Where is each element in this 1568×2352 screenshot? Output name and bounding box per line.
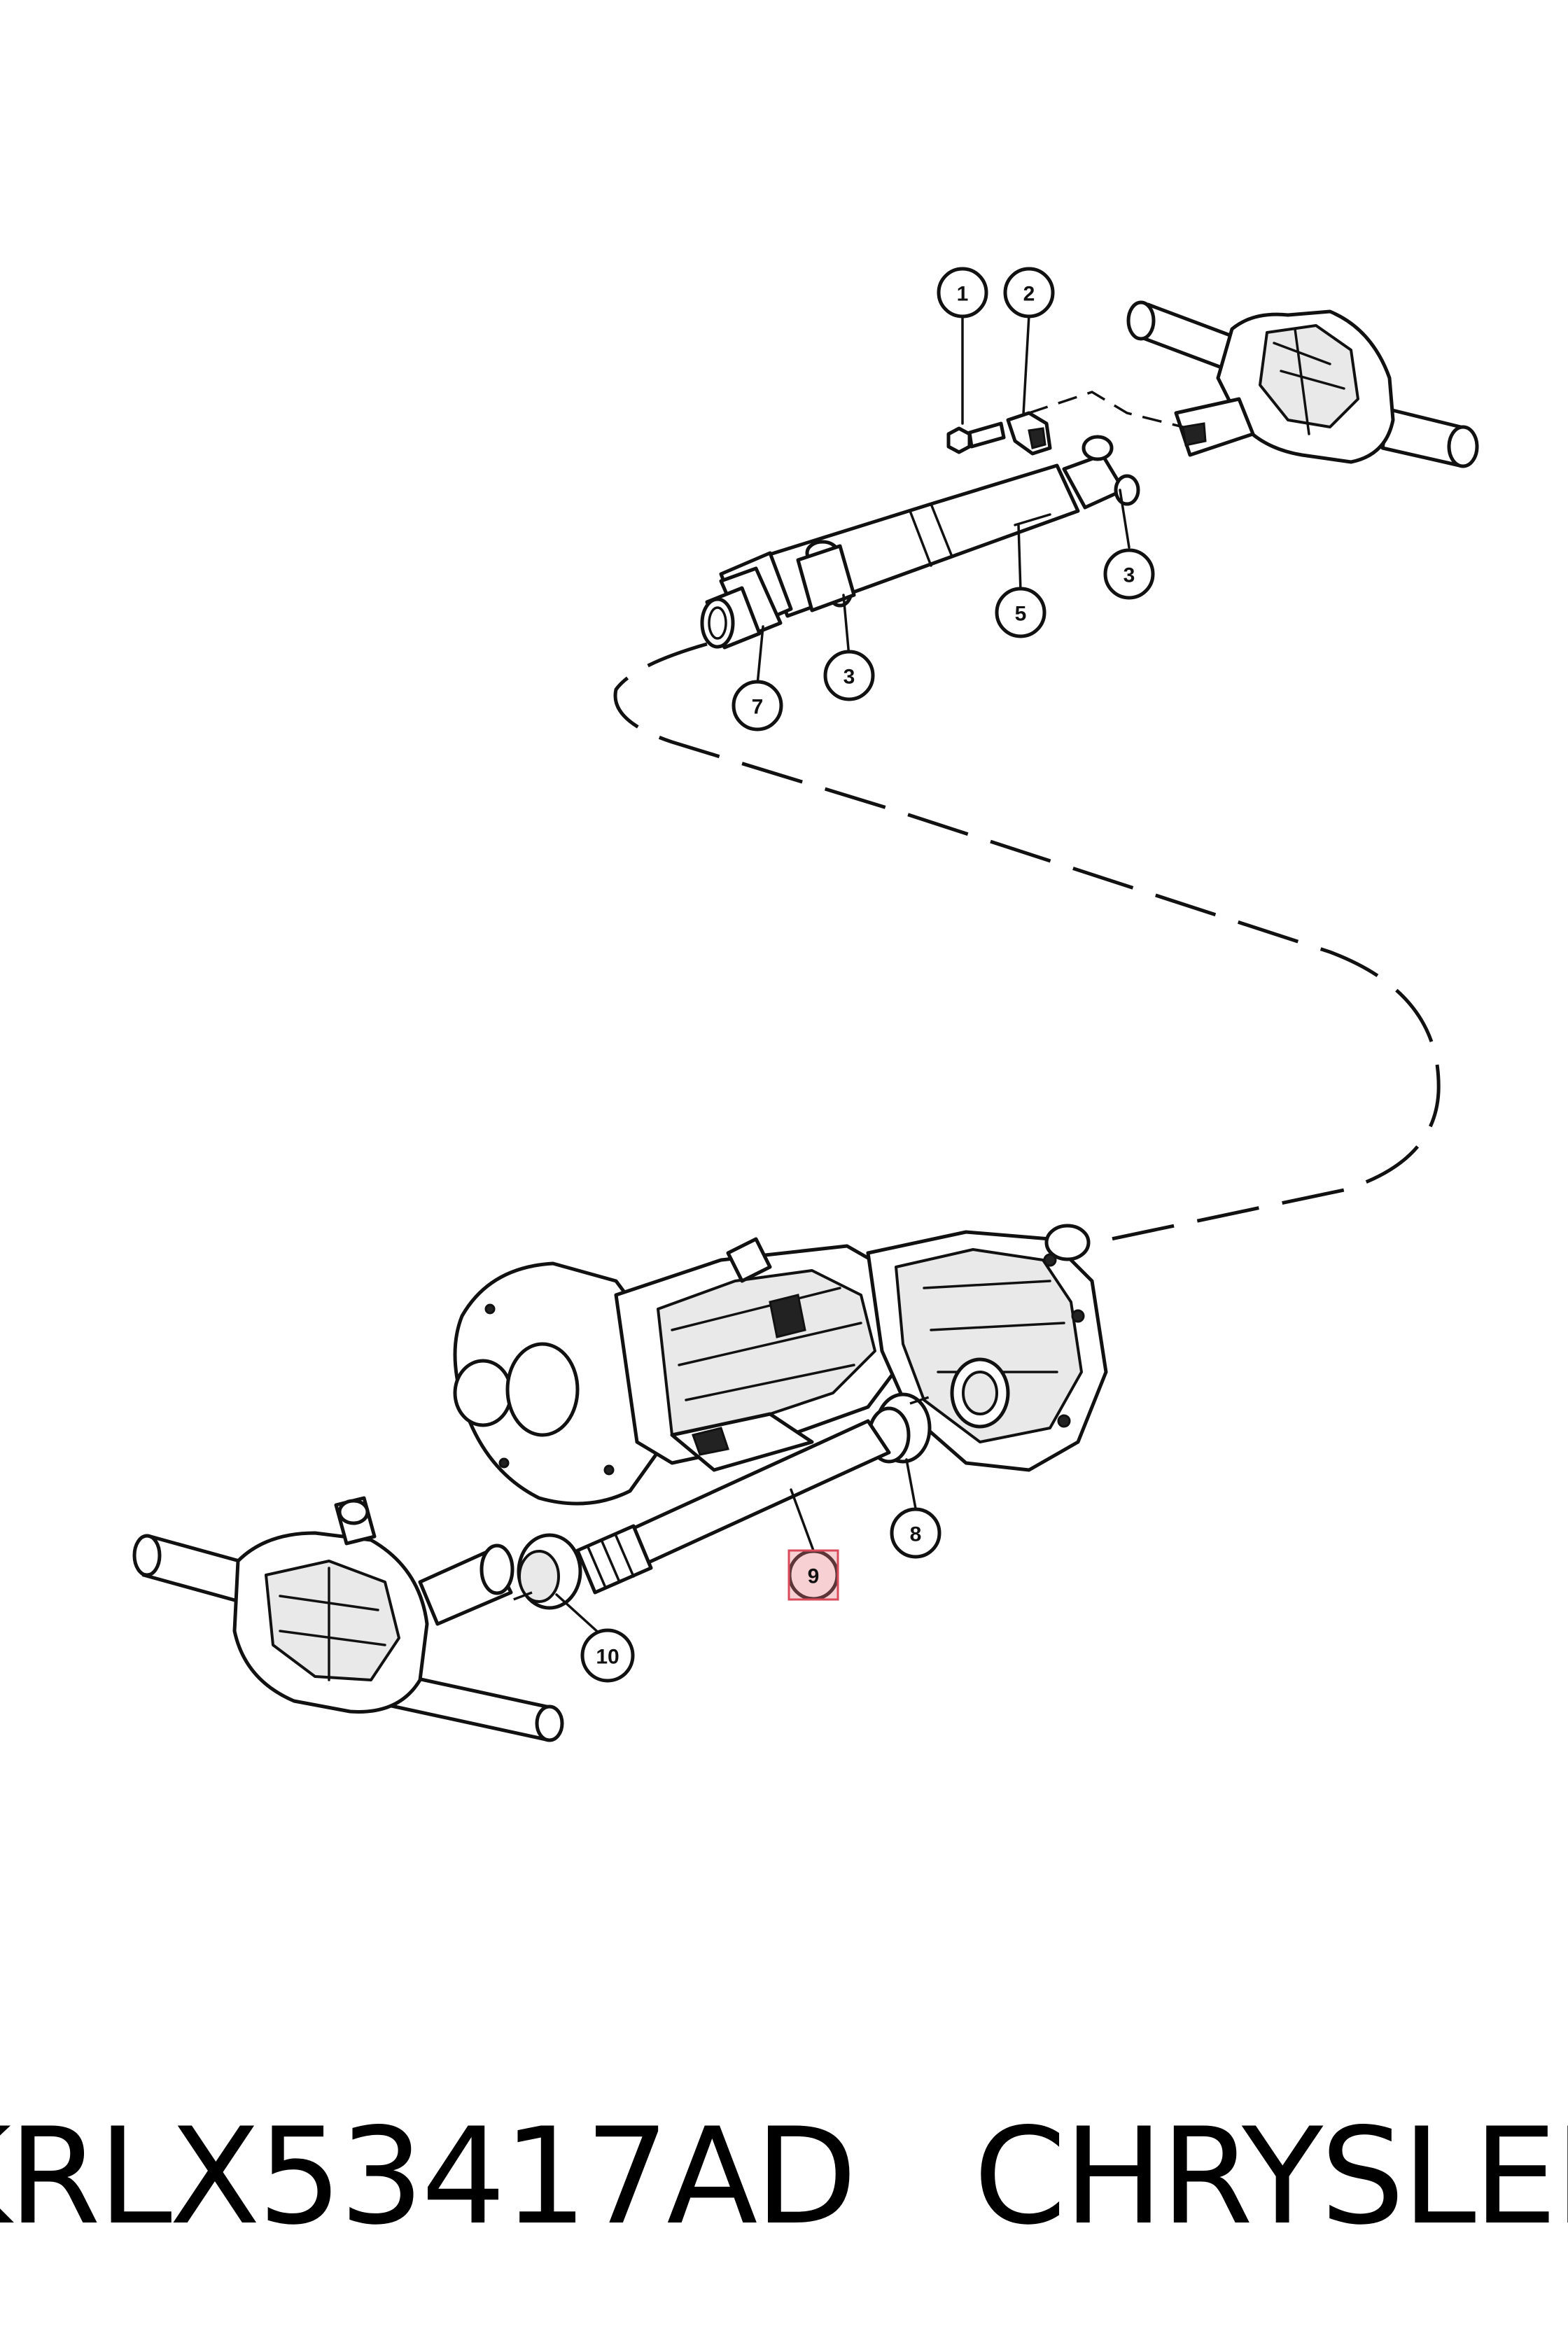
callout-1[interactable]: 1 <box>937 267 988 318</box>
callout-8-label: 8 <box>910 1523 922 1546</box>
callout-9-highlighted[interactable]: 9 <box>788 1549 839 1601</box>
strap-illustration <box>1006 411 1052 456</box>
transmission-illustration <box>453 1237 912 1506</box>
routing-dashed-line <box>613 642 1441 1248</box>
callout-10-label: 10 <box>596 1646 619 1669</box>
callout-7-label: 7 <box>752 696 764 719</box>
front-propeller-shaft-illustration <box>517 1392 932 1610</box>
callout-5[interactable]: 5 <box>995 587 1046 638</box>
callout-9-label: 9 <box>808 1565 820 1588</box>
alignment-line-front <box>503 1395 932 1604</box>
part-caption: KRLX53417AD CHRYSLER <box>0 2086 1568 2268</box>
callout-3-label: 3 <box>1124 564 1135 587</box>
callout-3-rear-u-joint[interactable]: 3 <box>1103 548 1155 600</box>
callout-2[interactable]: 2 <box>1003 267 1055 318</box>
front-axle-illustration <box>132 1496 564 1742</box>
selection-highlight <box>788 1549 839 1601</box>
callout-2-label: 2 <box>1023 283 1035 306</box>
brand-name: CHRYSLER <box>973 2099 1568 2254</box>
alignment-line-top <box>1028 391 1184 428</box>
callout-10[interactable]: 10 <box>580 1628 635 1683</box>
leader-lines <box>555 314 1130 1636</box>
callout-1-label: 1 <box>957 283 969 306</box>
rear-propeller-shaft-illustration <box>700 435 1140 650</box>
callout-3-front-u-joint[interactable]: 3 <box>823 650 875 701</box>
rear-axle-illustration <box>1126 300 1479 468</box>
part-number: KRLX53417AD <box>0 2099 858 2254</box>
callout-8[interactable]: 8 <box>890 1507 941 1559</box>
callout-5-label: 5 <box>1015 603 1027 626</box>
bolt-illustration <box>946 421 1006 454</box>
callout-3-label: 3 <box>844 666 855 689</box>
callout-7[interactable]: 7 <box>732 680 783 732</box>
